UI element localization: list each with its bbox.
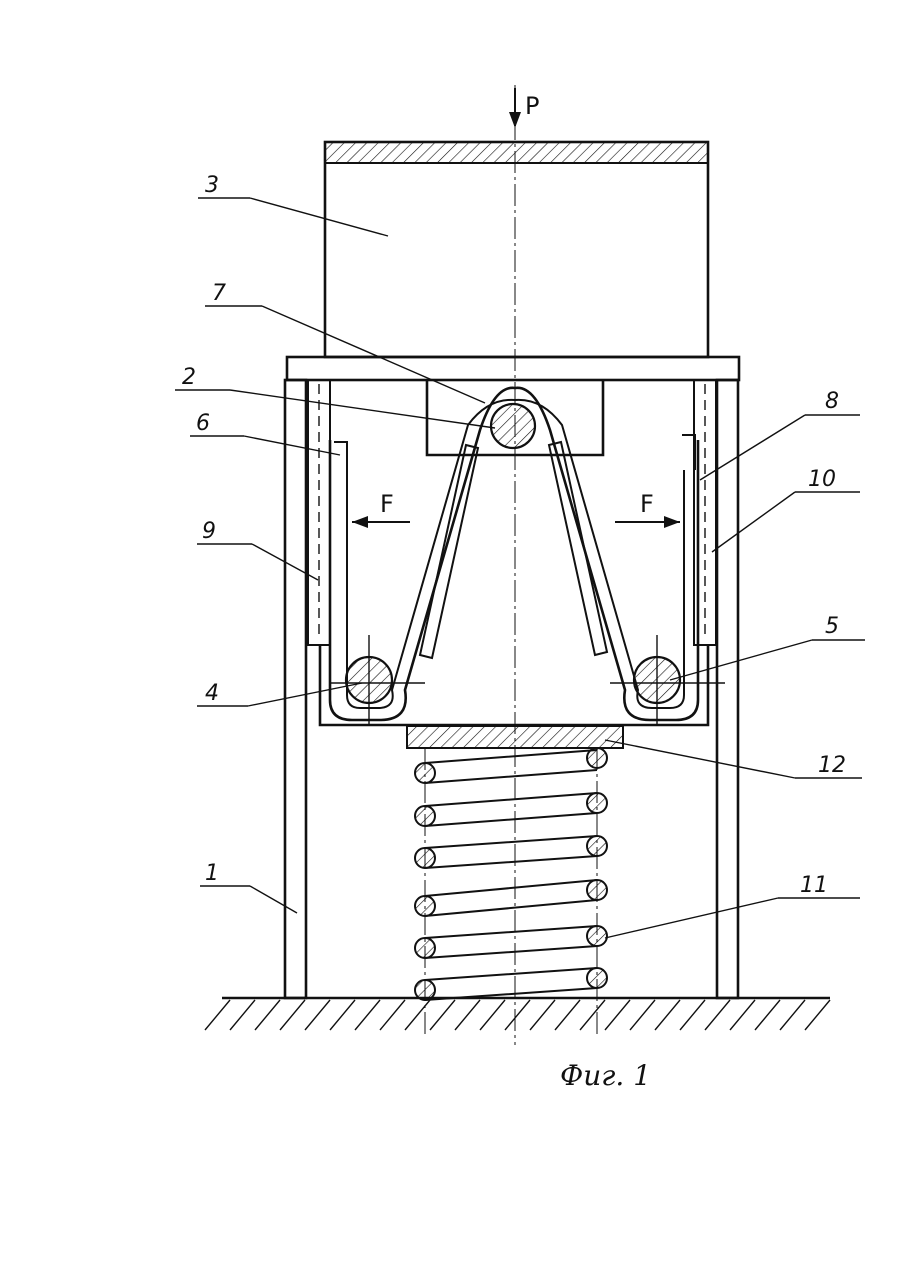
label-2: 2 [182,365,196,390]
force-right: F [615,490,680,528]
force-right-label: F [640,490,654,518]
load-arrow: P [509,88,539,128]
roller-top [491,404,535,448]
force-left-label: F [380,490,394,518]
label-8: 8 [825,389,839,414]
label-3: 3 [205,173,219,198]
roller-left [330,635,425,725]
label-11: 11 [800,873,828,898]
top-plate [287,357,739,380]
label-4: 4 [205,681,219,706]
label-12: 12 [818,753,846,778]
ground [205,998,830,1030]
upper-block [325,142,708,357]
label-5: 5 [825,614,839,639]
label-1: 1 [205,861,219,886]
figure-caption: Фиг. 1 [560,1059,651,1092]
label-10: 10 [808,467,836,492]
spring-plate [407,726,623,748]
spring [415,748,607,1035]
label-7: 7 [212,281,226,306]
part-labels: 3 7 2 6 9 4 1 8 10 5 12 11 [175,173,865,938]
label-9: 9 [202,519,216,544]
label-6: 6 [196,411,210,436]
force-left: F [352,490,410,528]
load-label: P [525,92,539,120]
